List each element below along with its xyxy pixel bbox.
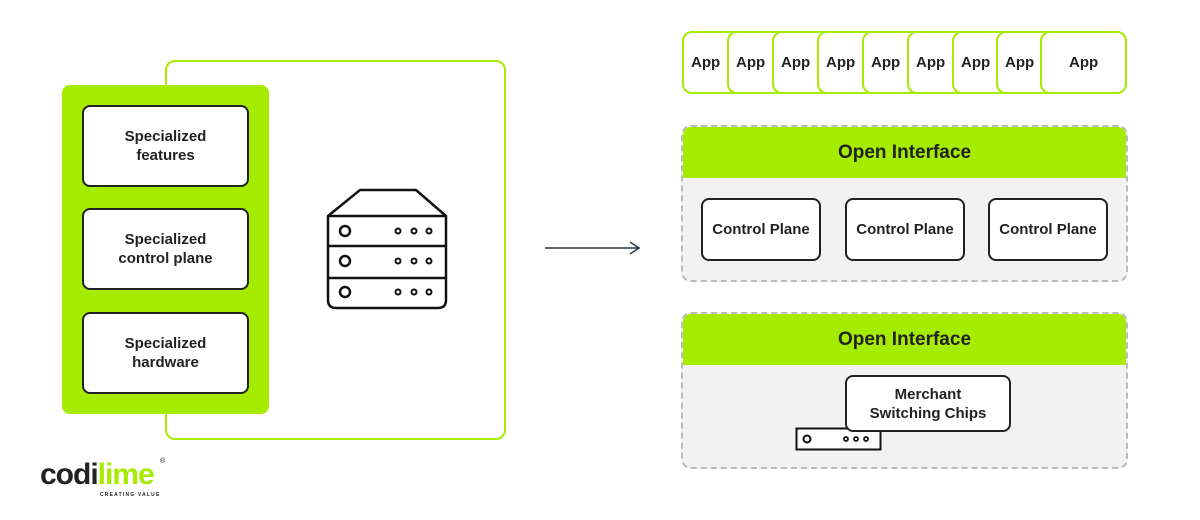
app-label: App: [781, 54, 811, 71]
logo-tagline: CREATING VALUE: [100, 492, 161, 498]
registered-mark: ®: [160, 458, 166, 465]
app-label: App: [736, 54, 766, 71]
server-rack-icon: [326, 188, 448, 310]
codilime-logo: codilime: [40, 458, 155, 491]
switch-device-icon: [795, 427, 882, 451]
card-specialized-control-plane: Specialized control plane: [82, 208, 249, 290]
open-interface-header: Open Interface: [683, 127, 1126, 178]
app-label: App: [826, 54, 856, 71]
merchant-switching-chips-box: Merchant Switching Chips: [845, 375, 1011, 432]
app-label: App: [961, 54, 991, 71]
logo-part-lime: lime: [97, 458, 155, 491]
arrow-right-icon: [545, 241, 641, 255]
card-specialized-features: Specialized features: [82, 105, 249, 187]
app-label: App: [1005, 54, 1035, 71]
open-interface-header: Open Interface: [683, 314, 1126, 365]
app-label: App: [691, 54, 721, 71]
card-specialized-hardware: Specialized hardware: [82, 312, 249, 394]
app-box: App: [1040, 31, 1127, 94]
logo-part-codi: codi: [40, 458, 99, 491]
control-plane-box: Control Plane: [845, 198, 965, 261]
app-label: App: [1069, 54, 1099, 71]
control-plane-box: Control Plane: [988, 198, 1108, 261]
app-label: App: [916, 54, 946, 71]
app-label: App: [871, 54, 901, 71]
control-plane-box: Control Plane: [701, 198, 821, 261]
